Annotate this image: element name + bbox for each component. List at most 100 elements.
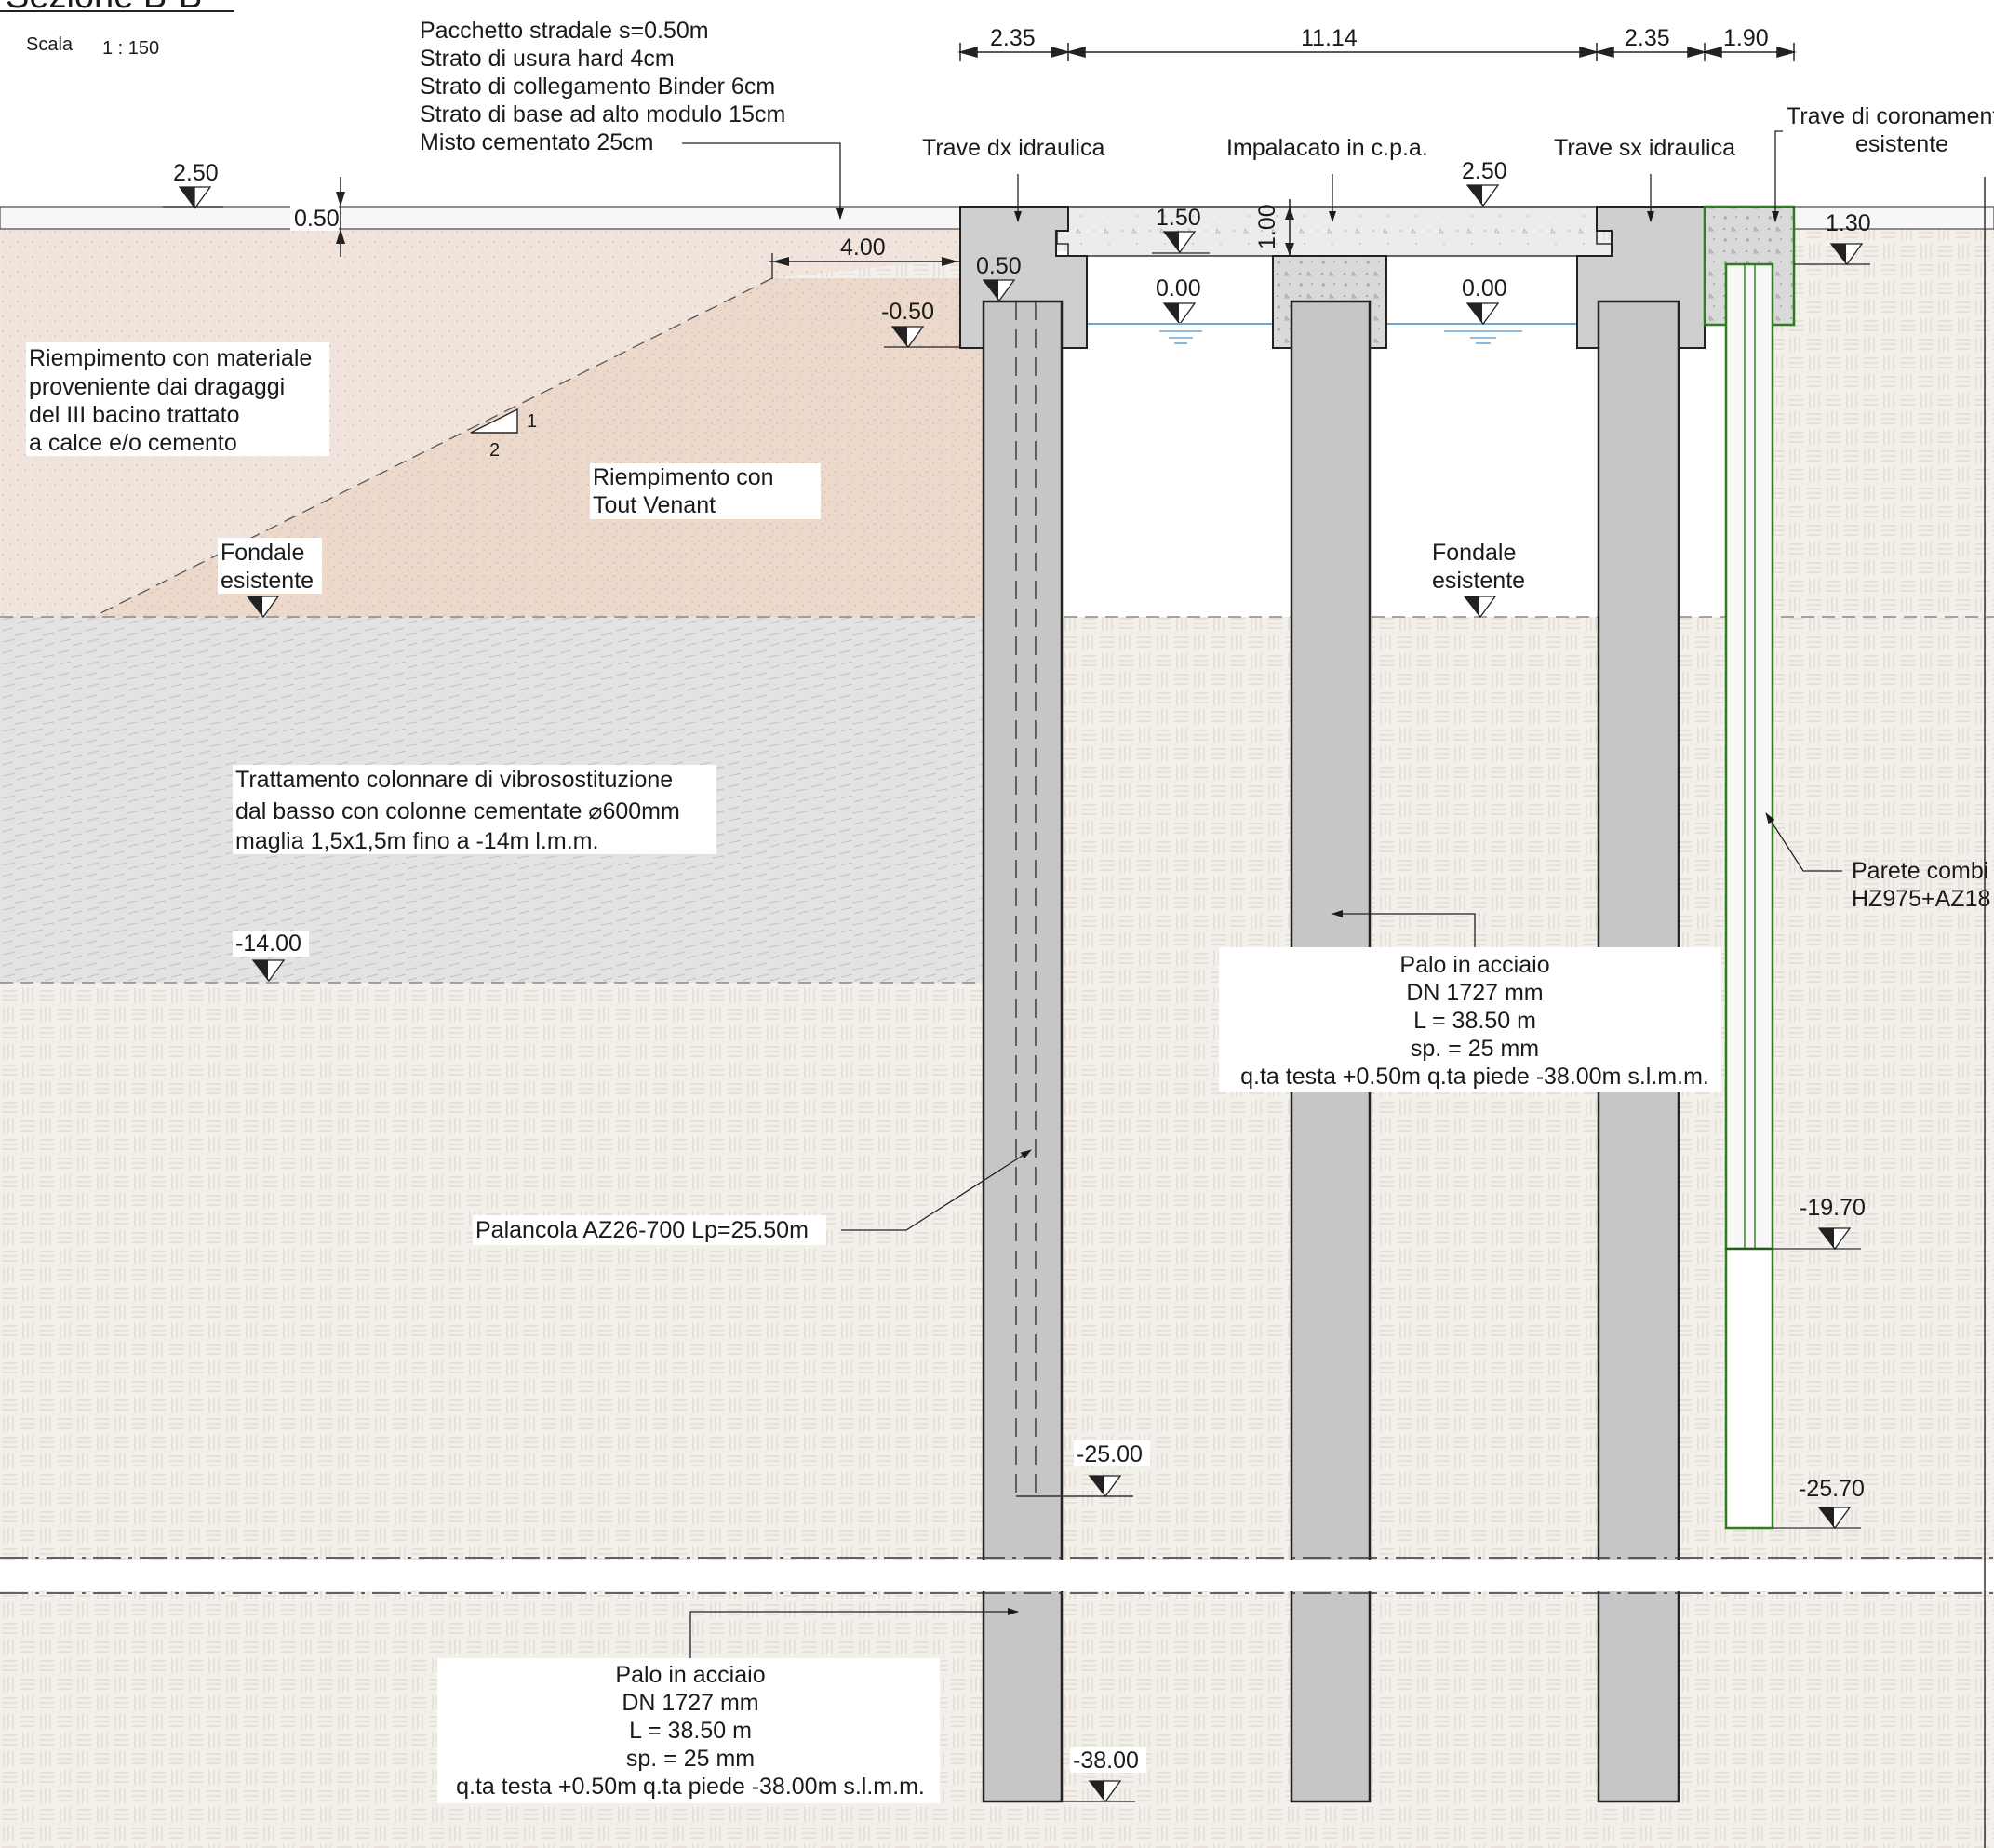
svg-text:2.50: 2.50 [1462,158,1507,184]
dredge-fill-zone [0,228,958,617]
slope-ratio-v: 1 [527,411,537,432]
level-seabed-right [1463,596,1497,619]
level-deck-top: 2.50 [1462,158,1507,208]
svg-text:HZ975+AZ18: HZ975+AZ18 [1852,886,1990,912]
svg-text:Pacchetto stradale s=0.50m: Pacchetto stradale s=0.50m [420,18,709,44]
svg-text:L = 38.50 m: L = 38.50 m [629,1718,752,1744]
pile-note-upper-leader [1332,910,1476,947]
svg-text:maglia 1,5x1,5m fino a -14m l.: maglia 1,5x1,5m fino a -14m l.m.m. [235,828,598,854]
level-pile-toe: -38.00 [1062,1747,1146,1803]
svg-text:2.50: 2.50 [173,160,219,186]
pile-left [982,300,1064,1803]
svg-text:esistente: esistente [221,568,314,594]
slope-ratio-triangle [470,408,518,434]
svg-text:dal basso con colonne cementat: dal basso con colonne cementate ⌀600mm [235,798,680,824]
combi-wall-note: Parete combi HZ975+AZ18 [1852,858,1990,912]
level-deck-under: 1.50 [1152,205,1210,254]
fill-slope-line [92,277,773,618]
road-thickness-arrows [336,192,345,244]
svg-text:1.30: 1.30 [1826,210,1871,236]
combi-wall-upper [1724,262,1774,1251]
seabed-right-note: Fondale esistente [1432,540,1525,594]
svg-text:del III bacino trattato: del III bacino trattato [29,402,240,428]
label-crown-beam-1: Trave di coronamento [1787,103,1994,129]
level-water-1: 0.00 [1144,275,1217,344]
svg-text:-0.50: -0.50 [881,299,934,325]
sheet-pile-note: Palancola AZ26-700 Lp=25.50m [473,1215,826,1245]
svg-text:-25.70: -25.70 [1799,1476,1865,1502]
combi-wall-lower [1724,1247,1774,1530]
svg-text:esistente: esistente [1432,568,1525,594]
slope-offset-value: 4.00 [840,234,886,261]
deck-slab [1056,206,1613,257]
svg-text:0.00: 0.00 [1462,275,1507,301]
pavement-leader [682,142,844,220]
svg-text:0.00: 0.00 [1156,275,1201,301]
svg-text:DN 1727 mm: DN 1727 mm [1406,980,1543,1006]
svg-text:0.50: 0.50 [976,253,1022,279]
dim-top-3: 2.35 [1625,25,1670,51]
sheet-pile-leader [841,1149,1032,1231]
svg-text:Trattamento colonnare di vibro: Trattamento colonnare di vibrosostituzio… [235,767,673,793]
label-crown-beam-2: esistente [1855,131,1948,157]
svg-text:sp. = 25 mm: sp. = 25 mm [1411,1036,1539,1062]
level-sheet-pile-toe: -25.00 [1074,1440,1150,1498]
svg-text:proveniente dai dragaggi: proveniente dai dragaggi [29,374,285,400]
pile-note-lower-leader [689,1608,1019,1658]
dim-top-2: 11.14 [1301,25,1358,51]
seabed-left-note: Fondale esistente [218,538,322,594]
label-deck: Impalacato in c.p.a. [1226,135,1428,161]
deck-thickness-value: 1.00 [1254,204,1280,249]
scale-label: Scala [26,34,74,55]
svg-text:1.50: 1.50 [1156,205,1201,231]
svg-text:Palo in acciaio: Palo in acciaio [1399,952,1549,978]
slope-ratio-h: 2 [489,440,500,461]
svg-text:DN 1727 mm: DN 1727 mm [622,1690,758,1716]
dim-top-1: 2.35 [990,25,1036,51]
svg-text:Palancola AZ26-700 Lp=25.50m: Palancola AZ26-700 Lp=25.50m [475,1217,809,1243]
svg-text:Misto cementato 25cm: Misto cementato 25cm [420,129,654,155]
level-water-2: 0.00 [1444,275,1522,344]
svg-text:-19.70: -19.70 [1800,1195,1866,1221]
road-pavement-right [1793,206,1994,230]
svg-text:sp. = 25 mm: sp. = 25 mm [626,1746,755,1772]
svg-text:Tout Venant: Tout Venant [593,492,716,518]
svg-text:-38.00: -38.00 [1073,1748,1139,1774]
road-thickness-value: 0.50 [294,206,340,232]
treatment-note: Trattamento colonnare di vibrosostituzio… [233,765,716,854]
pile-note-lower: Palo in acciaio DN 1727 mm L = 38.50 m s… [437,1658,940,1803]
svg-text:q.ta testa +0.50m q.ta piede -: q.ta testa +0.50m q.ta piede -38.00m s.l… [1240,1064,1709,1090]
svg-text:Riempimento con: Riempimento con [593,464,774,490]
svg-text:-25.00: -25.00 [1077,1441,1143,1467]
tout-venant-zone [93,278,984,617]
svg-text:Strato di collegamento Binder: Strato di collegamento Binder 6cm [420,74,775,100]
svg-text:a calce e/o cemento: a calce e/o cemento [29,430,237,456]
top-dimension-chain [957,43,1797,61]
combi-wall-leader [1765,812,1842,872]
dim-top-4: 1.90 [1723,25,1769,51]
svg-text:L = 38.50 m: L = 38.50 m [1413,1008,1536,1034]
svg-text:Strato di base ad alto modulo: Strato di base ad alto modulo 15cm [420,101,785,127]
level-beam-bottom: -0.50 [881,299,960,349]
svg-text:Parete combi: Parete combi [1852,858,1988,884]
level-combi-19: -19.70 [1800,1195,1866,1251]
svg-text:Fondale: Fondale [1432,540,1516,566]
svg-text:Fondale: Fondale [221,540,304,566]
level-treatment-bottom: -14.00 [233,931,309,983]
section-title: Sezione B-B [6,0,202,16]
pile-note-upper: Palo in acciaio DN 1727 mm L = 38.50 m s… [1219,947,1721,1092]
level-crown: 1.30 [1794,210,1871,266]
label-beam-sx: Trave sx idraulica [1554,135,1735,161]
pile-left-gap [984,1560,1062,1591]
svg-text:Palo in acciaio: Palo in acciaio [615,1662,765,1688]
svg-text:q.ta testa +0.50m q.ta piede -: q.ta testa +0.50m q.ta piede -38.00m s.l… [456,1774,925,1800]
scale-value: 1 : 150 [102,38,159,59]
svg-text:-14.00: -14.00 [235,931,301,957]
fill-tout-venant-note: Riempimento con Tout Venant [590,463,821,519]
road-pavement [0,206,961,230]
level-road-left: 2.50 [163,160,223,209]
svg-text:Riempimento con materiale: Riempimento con materiale [29,345,312,371]
fill-dredge-note: Riempimento con materiale proveniente da… [26,342,329,456]
svg-text:Strato di usura hard 4cm: Strato di usura hard 4cm [420,46,675,72]
